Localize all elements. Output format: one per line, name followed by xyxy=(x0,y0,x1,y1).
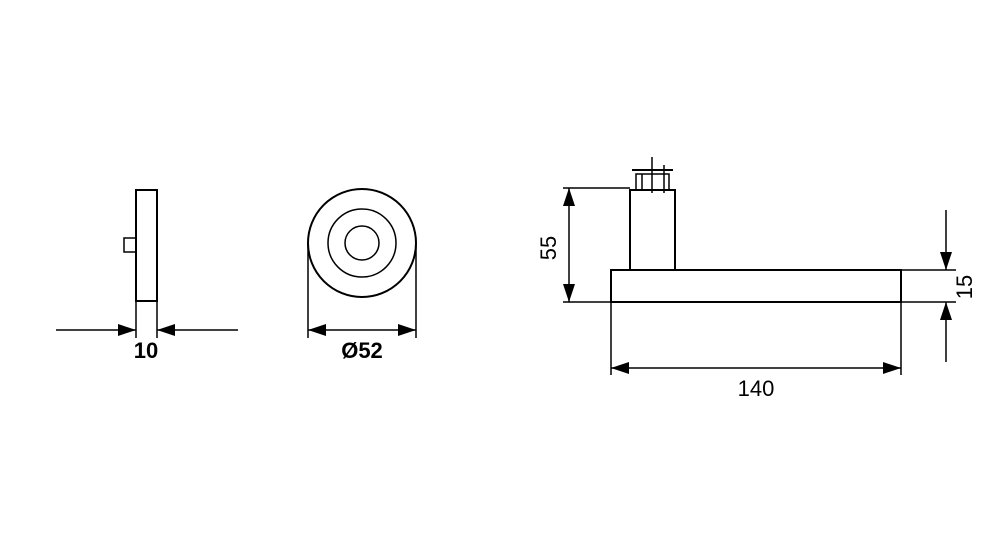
rose-middle-circle xyxy=(327,208,397,278)
rose-plate xyxy=(135,189,158,302)
rose-diameter-label: Ø52 xyxy=(341,338,383,363)
rose-front-view: Ø52 xyxy=(307,188,417,363)
rose-side-view: 10 xyxy=(56,189,238,363)
handle-height-label: 55 xyxy=(536,236,561,260)
handle-neck xyxy=(629,189,676,271)
rose-stub xyxy=(123,237,137,253)
lever-thickness-label: 15 xyxy=(952,275,977,299)
rose-thickness-label: 10 xyxy=(134,338,158,363)
rose-outer-circle xyxy=(307,188,417,298)
rose-inner-circle xyxy=(344,225,380,261)
lever-length-label: 140 xyxy=(738,376,775,401)
lever-handle-view: 55 15 140 xyxy=(536,157,977,401)
lever-bar xyxy=(610,269,902,303)
